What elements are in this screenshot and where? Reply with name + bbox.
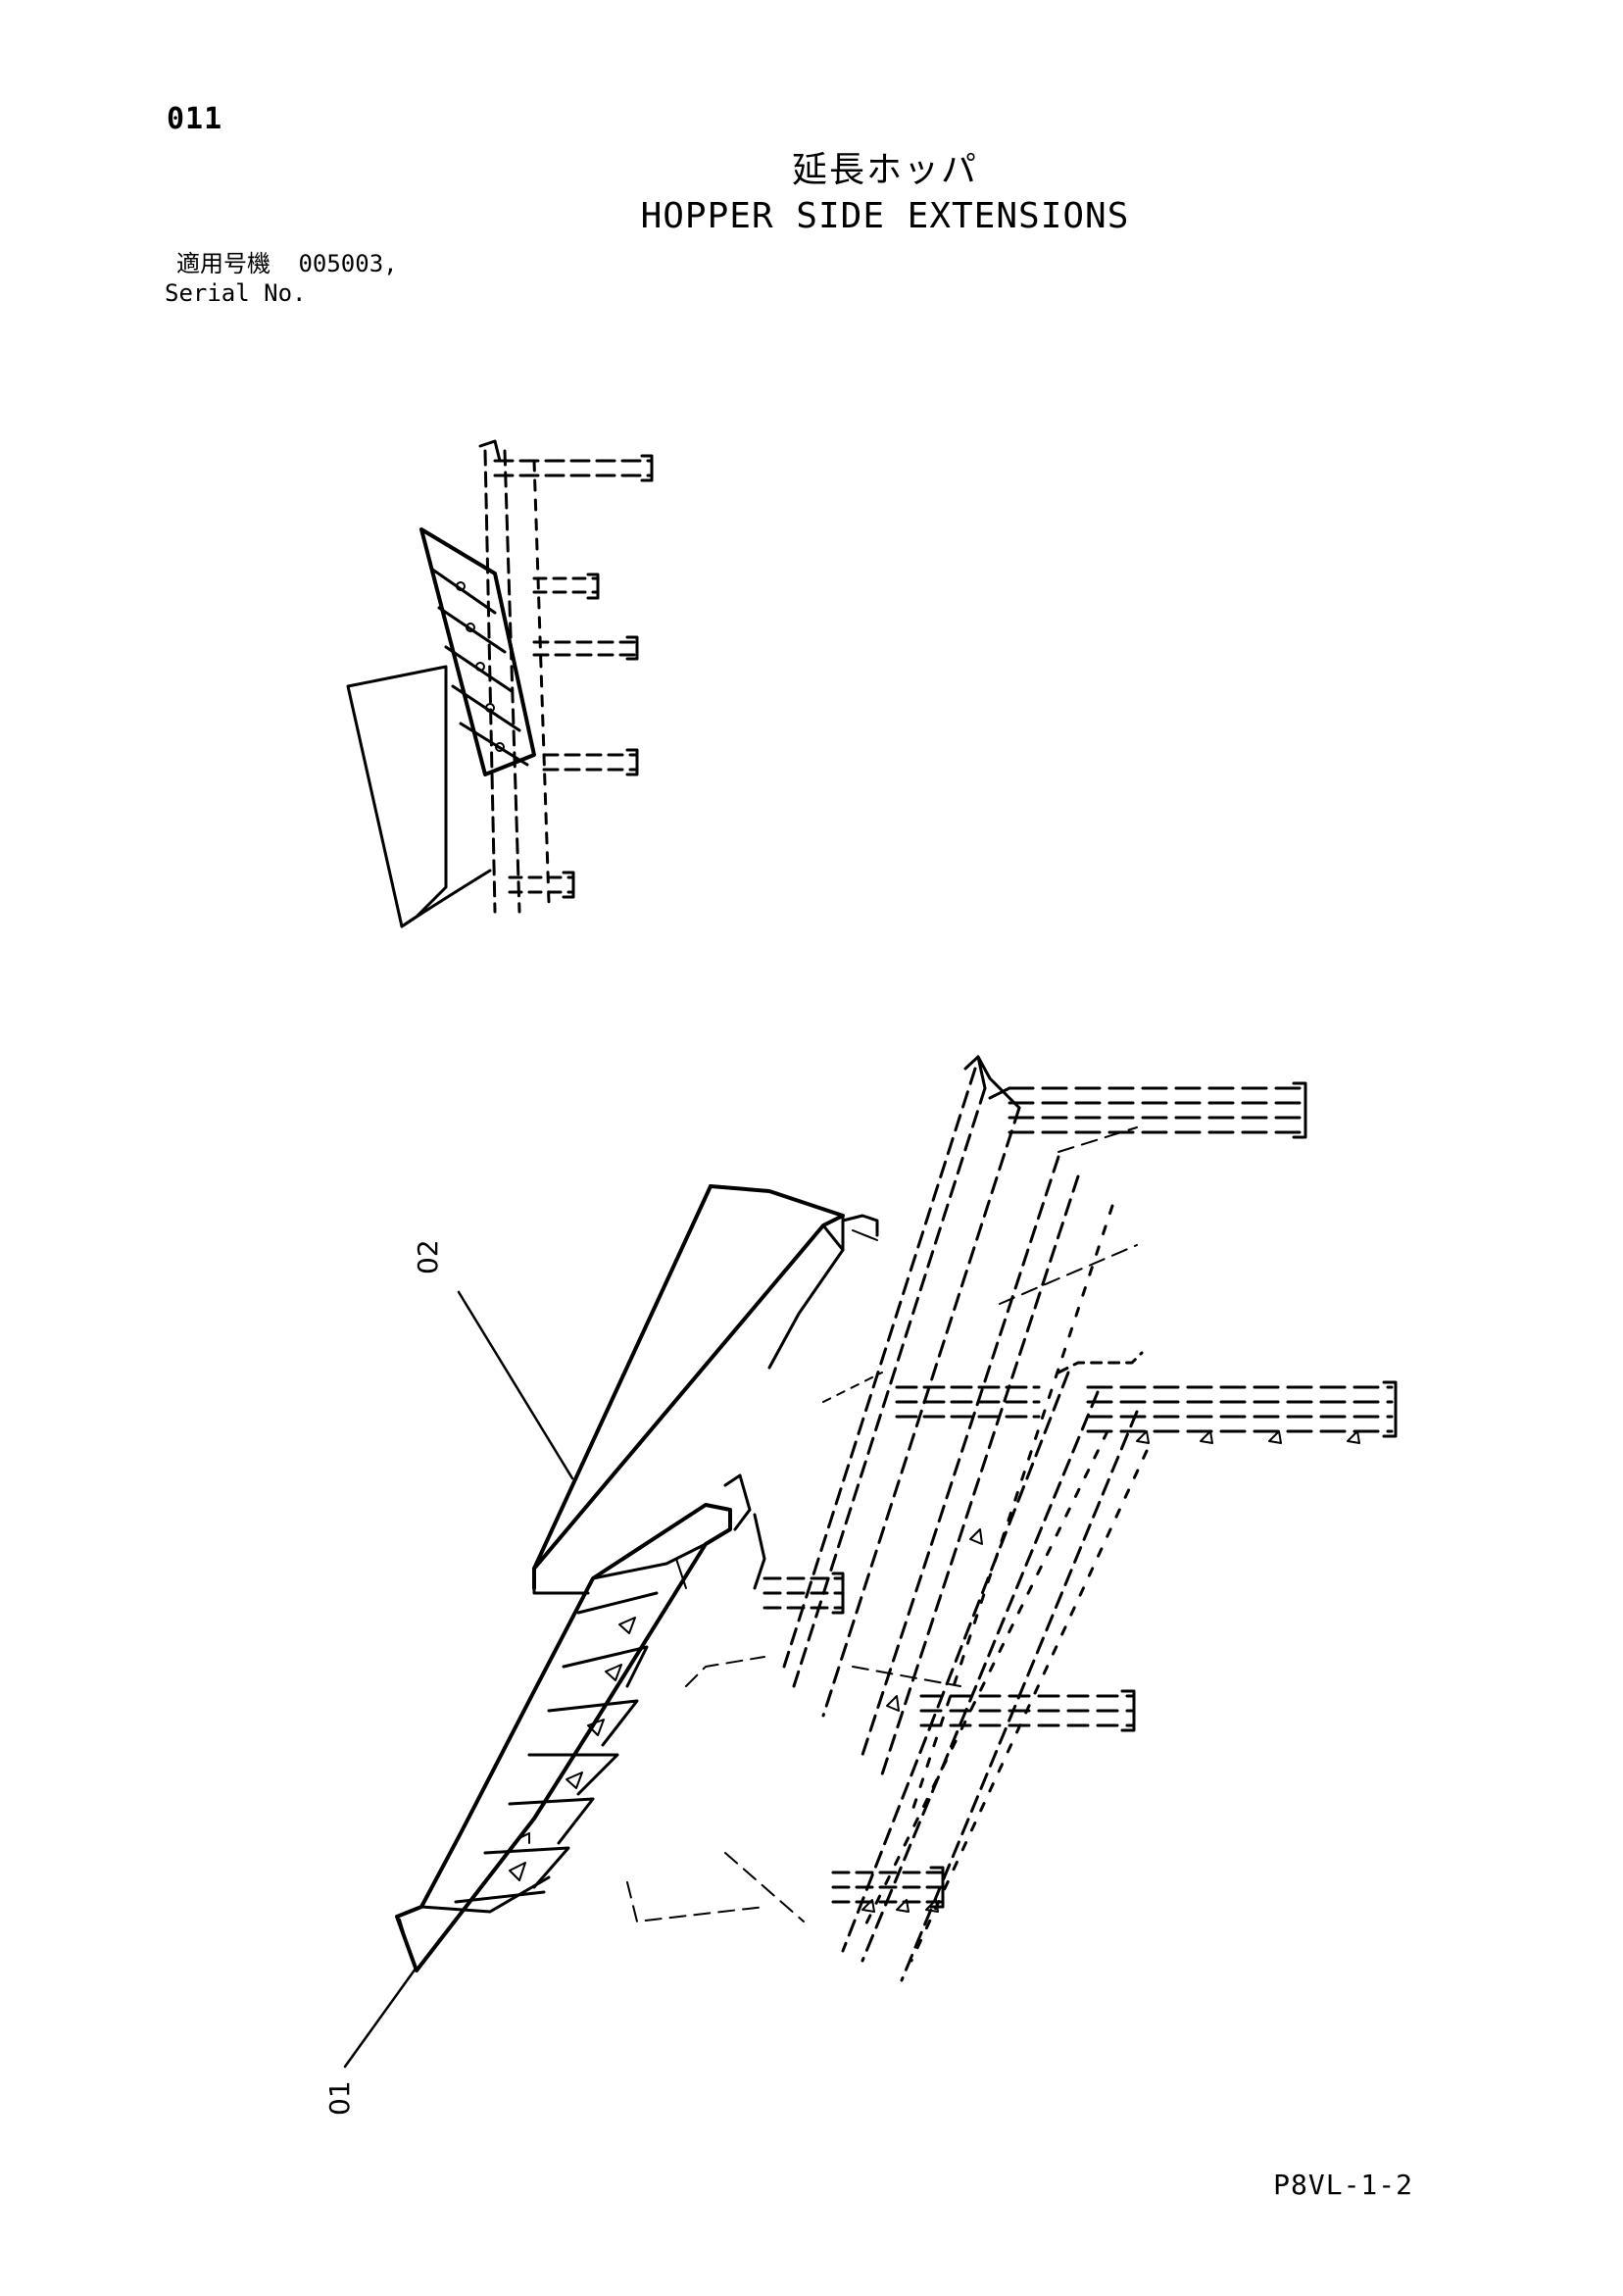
chassis-frame <box>626 1067 1149 1982</box>
serial-label-japanese: 適用号機 <box>176 250 270 277</box>
overview-assembly <box>346 439 654 928</box>
cross-members <box>762 1081 1398 1909</box>
serial-value: 005003, <box>298 250 398 277</box>
bolt-marks <box>861 1430 1360 1913</box>
footer-code: P8VL-1-2 <box>1273 2169 1413 2201</box>
leader-line-01 <box>343 1967 418 2069</box>
part-01-frame <box>395 1473 766 1972</box>
serial-label-english: Serial No. <box>165 279 307 307</box>
main-assembly <box>395 1055 1398 1982</box>
overview-side-panel <box>346 665 448 928</box>
serial-block: 適用号機 005003, Serial No. <box>165 249 398 308</box>
title-english: HOPPER SIDE EXTENSIONS <box>640 196 1130 236</box>
page-number: 011 <box>167 102 223 136</box>
title-block: 延長ホッパ HOPPER SIDE EXTENSIONS <box>0 147 1623 239</box>
title-japanese: 延長ホッパ <box>791 150 978 190</box>
callout-01: 01 <box>323 2080 356 2116</box>
leader-line-02 <box>457 1290 574 1480</box>
overview-frame <box>419 527 536 776</box>
serial-row: 適用号機 005003, <box>165 249 398 278</box>
callout-02: 02 <box>412 1239 444 1274</box>
part-02-side-panel <box>532 1184 879 1595</box>
